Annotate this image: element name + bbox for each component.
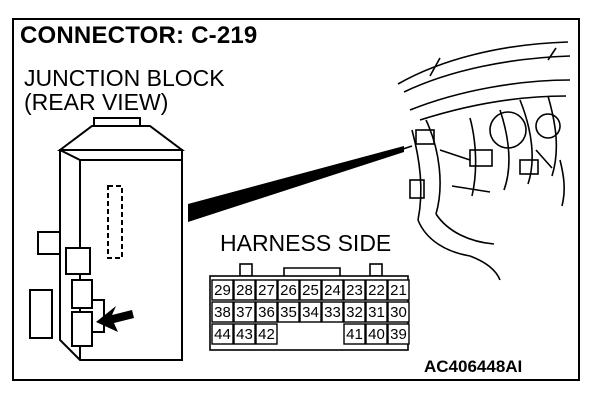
connector-pin-number: 40 xyxy=(368,326,385,343)
connector-pin-cell xyxy=(233,323,256,345)
connector-pin-number: 36 xyxy=(258,304,275,321)
connector-pin-number: 34 xyxy=(302,304,319,321)
connector-pin-cell xyxy=(211,301,234,323)
connector-pin-number: 32 xyxy=(346,304,363,321)
connector-pin-cell xyxy=(233,279,256,301)
vehicle-dashboard-illustration xyxy=(397,41,571,281)
connector-pin-number: 31 xyxy=(368,304,385,321)
connector-pin-number: 22 xyxy=(368,282,385,299)
connector-pin-row-2: 38 37 36 35 34 33 32 31 30 xyxy=(211,301,410,323)
connector-pin-number: 30 xyxy=(390,304,407,321)
component-label: JUNCTION BLOCK (REAR VIEW) xyxy=(24,66,225,114)
connector-pin-number: 21 xyxy=(390,282,407,299)
connector-pin-cell xyxy=(211,279,234,301)
connector-pin-number: 41 xyxy=(346,326,363,343)
connector-title: CONNECTOR: C-219 xyxy=(20,22,258,49)
connector-pin-cell xyxy=(299,301,322,323)
junction-block-illustration xyxy=(29,117,185,361)
connector-pin-number: 29 xyxy=(214,282,231,299)
connector-pin-cell xyxy=(321,301,344,323)
connector-pin-cell xyxy=(343,279,366,301)
connector-pin-cell xyxy=(387,279,410,301)
connector-face: 29 28 27 26 25 24 23 22 21 38 37 36 35 34 33 32 31 30 44… xyxy=(209,263,410,351)
connector-pin-number: 24 xyxy=(324,282,341,299)
connector-pin-cell xyxy=(387,301,410,323)
pointer-wedge xyxy=(188,146,404,222)
connector-pin-number: 23 xyxy=(346,282,363,299)
component-view: (REAR VIEW) xyxy=(24,89,169,116)
connector-pin-number: 27 xyxy=(258,282,275,299)
connector-pin-cell xyxy=(211,323,234,345)
connector-pin-cell xyxy=(365,279,388,301)
connector-pin-cell xyxy=(255,301,278,323)
connector-pin-row-1: 29 28 27 26 25 24 23 22 21 xyxy=(211,279,410,301)
connector-pin-number: 26 xyxy=(280,282,297,299)
connector-pin-number: 43 xyxy=(236,326,253,343)
connector-pin-cell xyxy=(299,279,322,301)
connector-pin-row-3: 44 43 42 41 40 39 xyxy=(211,323,410,345)
harness-side-label: HARNESS SIDE xyxy=(220,230,392,256)
component-name: JUNCTION BLOCK xyxy=(24,65,225,91)
connector-pin-number: 44 xyxy=(214,326,231,343)
connector-pin-cell xyxy=(255,279,278,301)
connector-pin-cell xyxy=(277,279,300,301)
connector-pin-number: 37 xyxy=(236,304,253,321)
figure-code: AC406448AI xyxy=(424,357,523,376)
connector-pin-number: 38 xyxy=(214,304,231,321)
connector-pin-cell xyxy=(387,323,410,345)
connector-pin-number: 35 xyxy=(280,304,297,321)
connector-pin-cell xyxy=(365,323,388,345)
connector-pin-cell xyxy=(343,301,366,323)
connector-pin-number: 25 xyxy=(302,282,319,299)
connector-pin-number: 28 xyxy=(236,282,253,299)
arrow-icon xyxy=(96,306,134,332)
connector-pin-cell xyxy=(255,323,278,345)
connector-pin-cell xyxy=(343,323,366,345)
connector-pin-cell xyxy=(277,301,300,323)
connector-pin-cell xyxy=(233,301,256,323)
connector-pin-cell xyxy=(321,279,344,301)
connector-pin-number: 39 xyxy=(390,326,407,343)
connector-pin-number: 33 xyxy=(324,304,341,321)
connector-pin-number: 42 xyxy=(258,326,275,343)
connector-pin-cell xyxy=(365,301,388,323)
